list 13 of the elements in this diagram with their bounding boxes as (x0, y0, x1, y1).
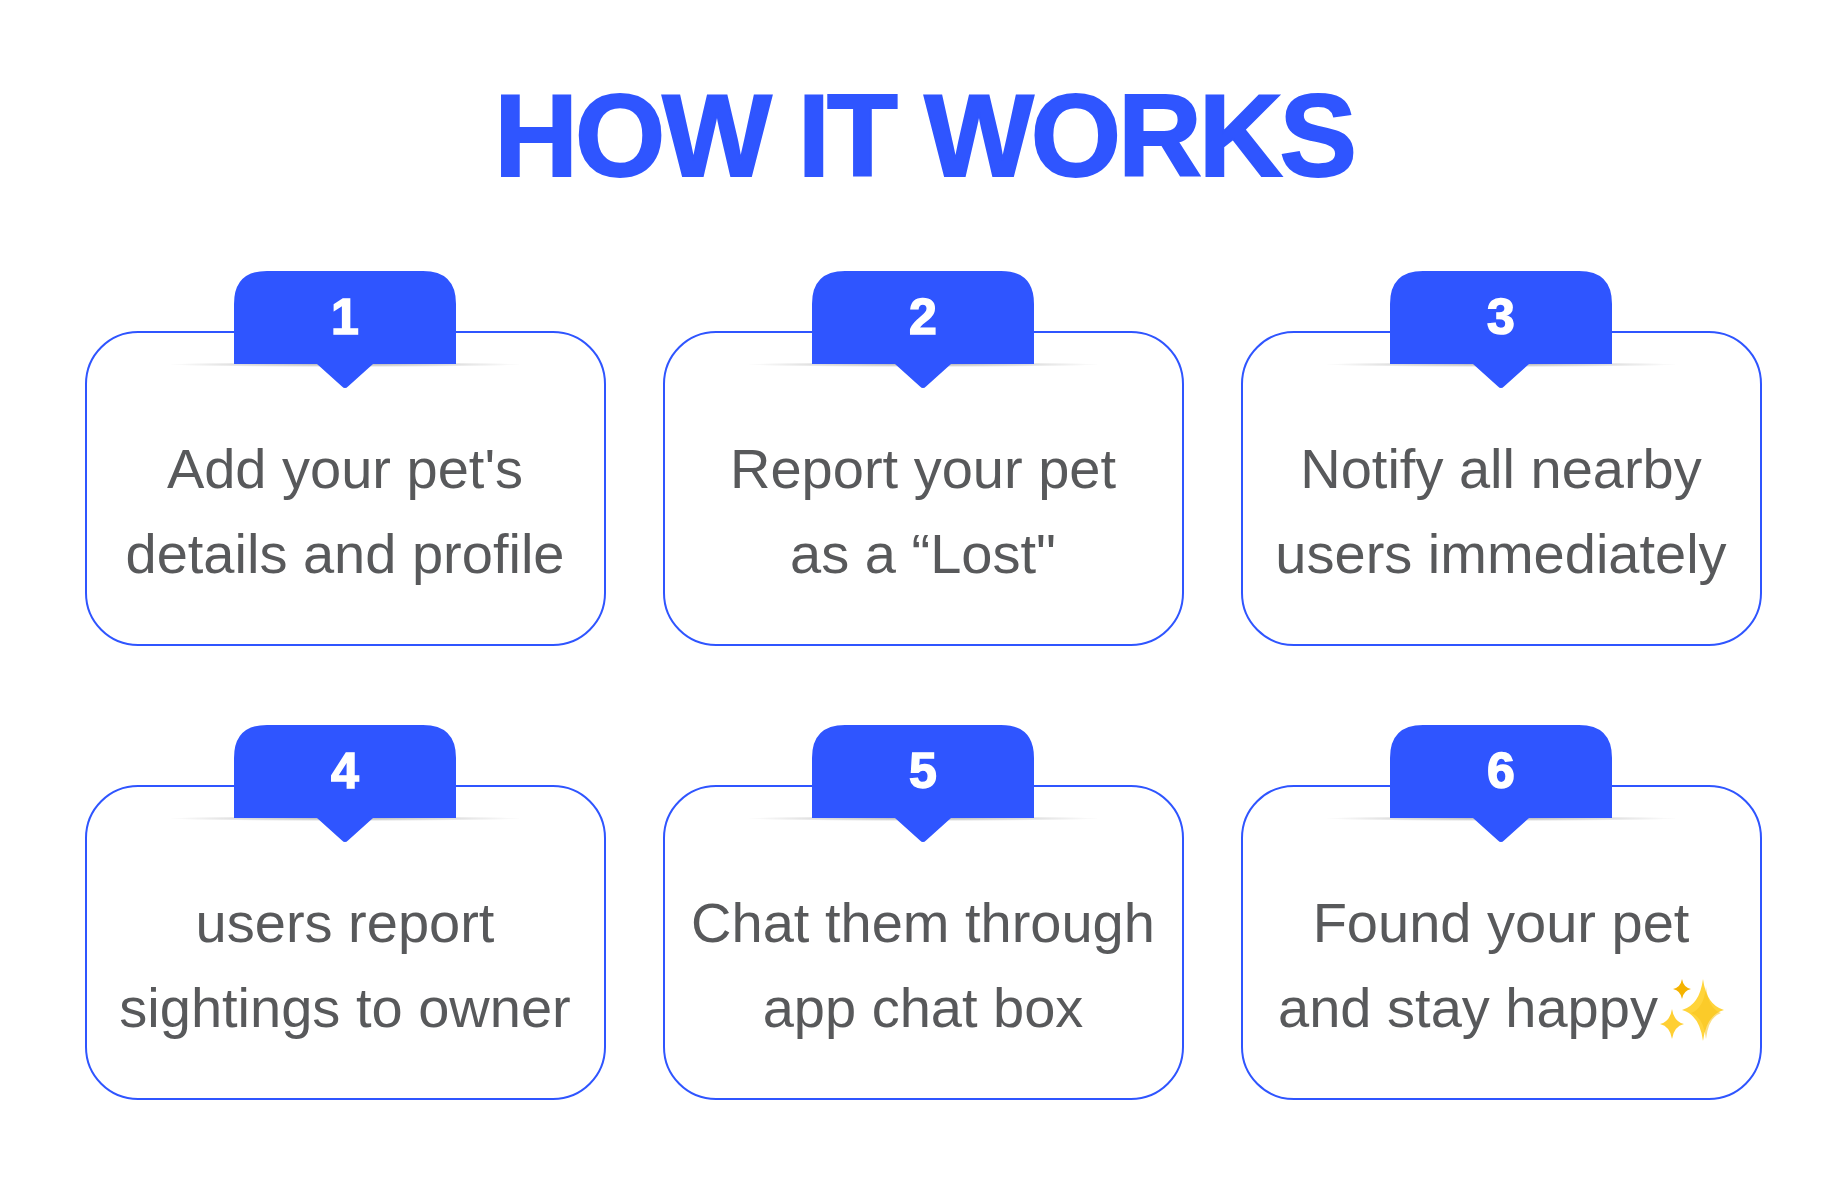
step-number-tab: 1 (234, 270, 456, 388)
step-number-tab: 4 (234, 724, 456, 842)
step-description: users report sightings to owner (119, 890, 571, 1039)
step-description: Add your pet's details and profile (125, 436, 565, 585)
step-number-tab: 5 (812, 724, 1034, 842)
step-number-tab: 6 (1390, 724, 1612, 842)
step-description: Report your pet as a “Lost" (730, 436, 1116, 585)
step-description: Found your pet and stay happy (1278, 890, 1690, 1039)
step-description: Chat them through app chat box (691, 890, 1155, 1039)
title: HOW IT WORKS (494, 78, 1354, 194)
step-description: Notify all nearby users immediately (1275, 436, 1727, 585)
step-number-tab: 2 (812, 270, 1034, 388)
step-number-tab: 3 (1390, 270, 1612, 388)
